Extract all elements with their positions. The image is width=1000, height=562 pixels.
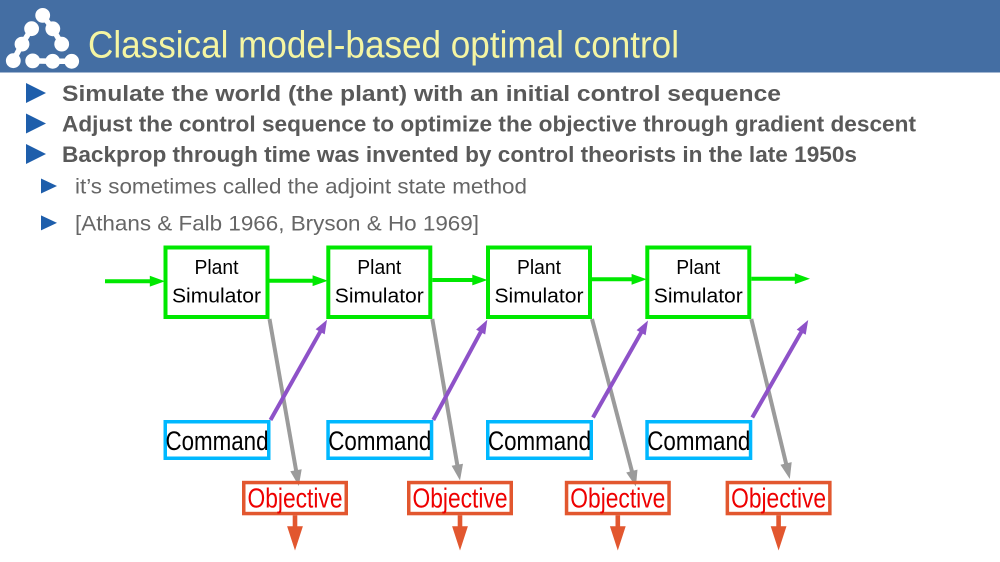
svg-text:Plant: Plant <box>676 257 720 279</box>
svg-text:Command: Command <box>328 426 431 456</box>
svg-text:Plant: Plant <box>517 257 561 279</box>
svg-text:Command: Command <box>488 426 591 456</box>
svg-text:Objective: Objective <box>413 482 508 513</box>
svg-text:Classical model-based optimal: Classical model-based optimal control <box>88 25 679 67</box>
svg-text:Simulator: Simulator <box>172 286 261 308</box>
svg-text:Backprop through time was inve: Backprop through time was invented by co… <box>62 142 857 167</box>
svg-text:Command: Command <box>166 426 269 456</box>
svg-text:Objective: Objective <box>248 482 343 513</box>
svg-text:Plant: Plant <box>357 257 401 279</box>
svg-text:Command: Command <box>647 426 750 456</box>
svg-text:Simulator: Simulator <box>335 286 424 308</box>
svg-text:Objective: Objective <box>570 482 665 513</box>
svg-text:Adjust the control sequence to: Adjust the control sequence to optimize … <box>62 112 917 137</box>
svg-text:Simulator: Simulator <box>495 286 584 308</box>
svg-text:Simulator: Simulator <box>654 286 743 308</box>
svg-text:[Athans & Falb 1966, Bryson &: [Athans & Falb 1966, Bryson & Ho 1969] <box>75 213 479 236</box>
svg-text:it’s sometimes called the adjo: it’s sometimes called the adjoint state … <box>75 176 527 199</box>
svg-text:Plant: Plant <box>195 257 239 279</box>
svg-text:Simulate the world (the plant): Simulate the world (the plant) with an i… <box>62 81 781 106</box>
svg-text:Objective: Objective <box>731 482 826 513</box>
